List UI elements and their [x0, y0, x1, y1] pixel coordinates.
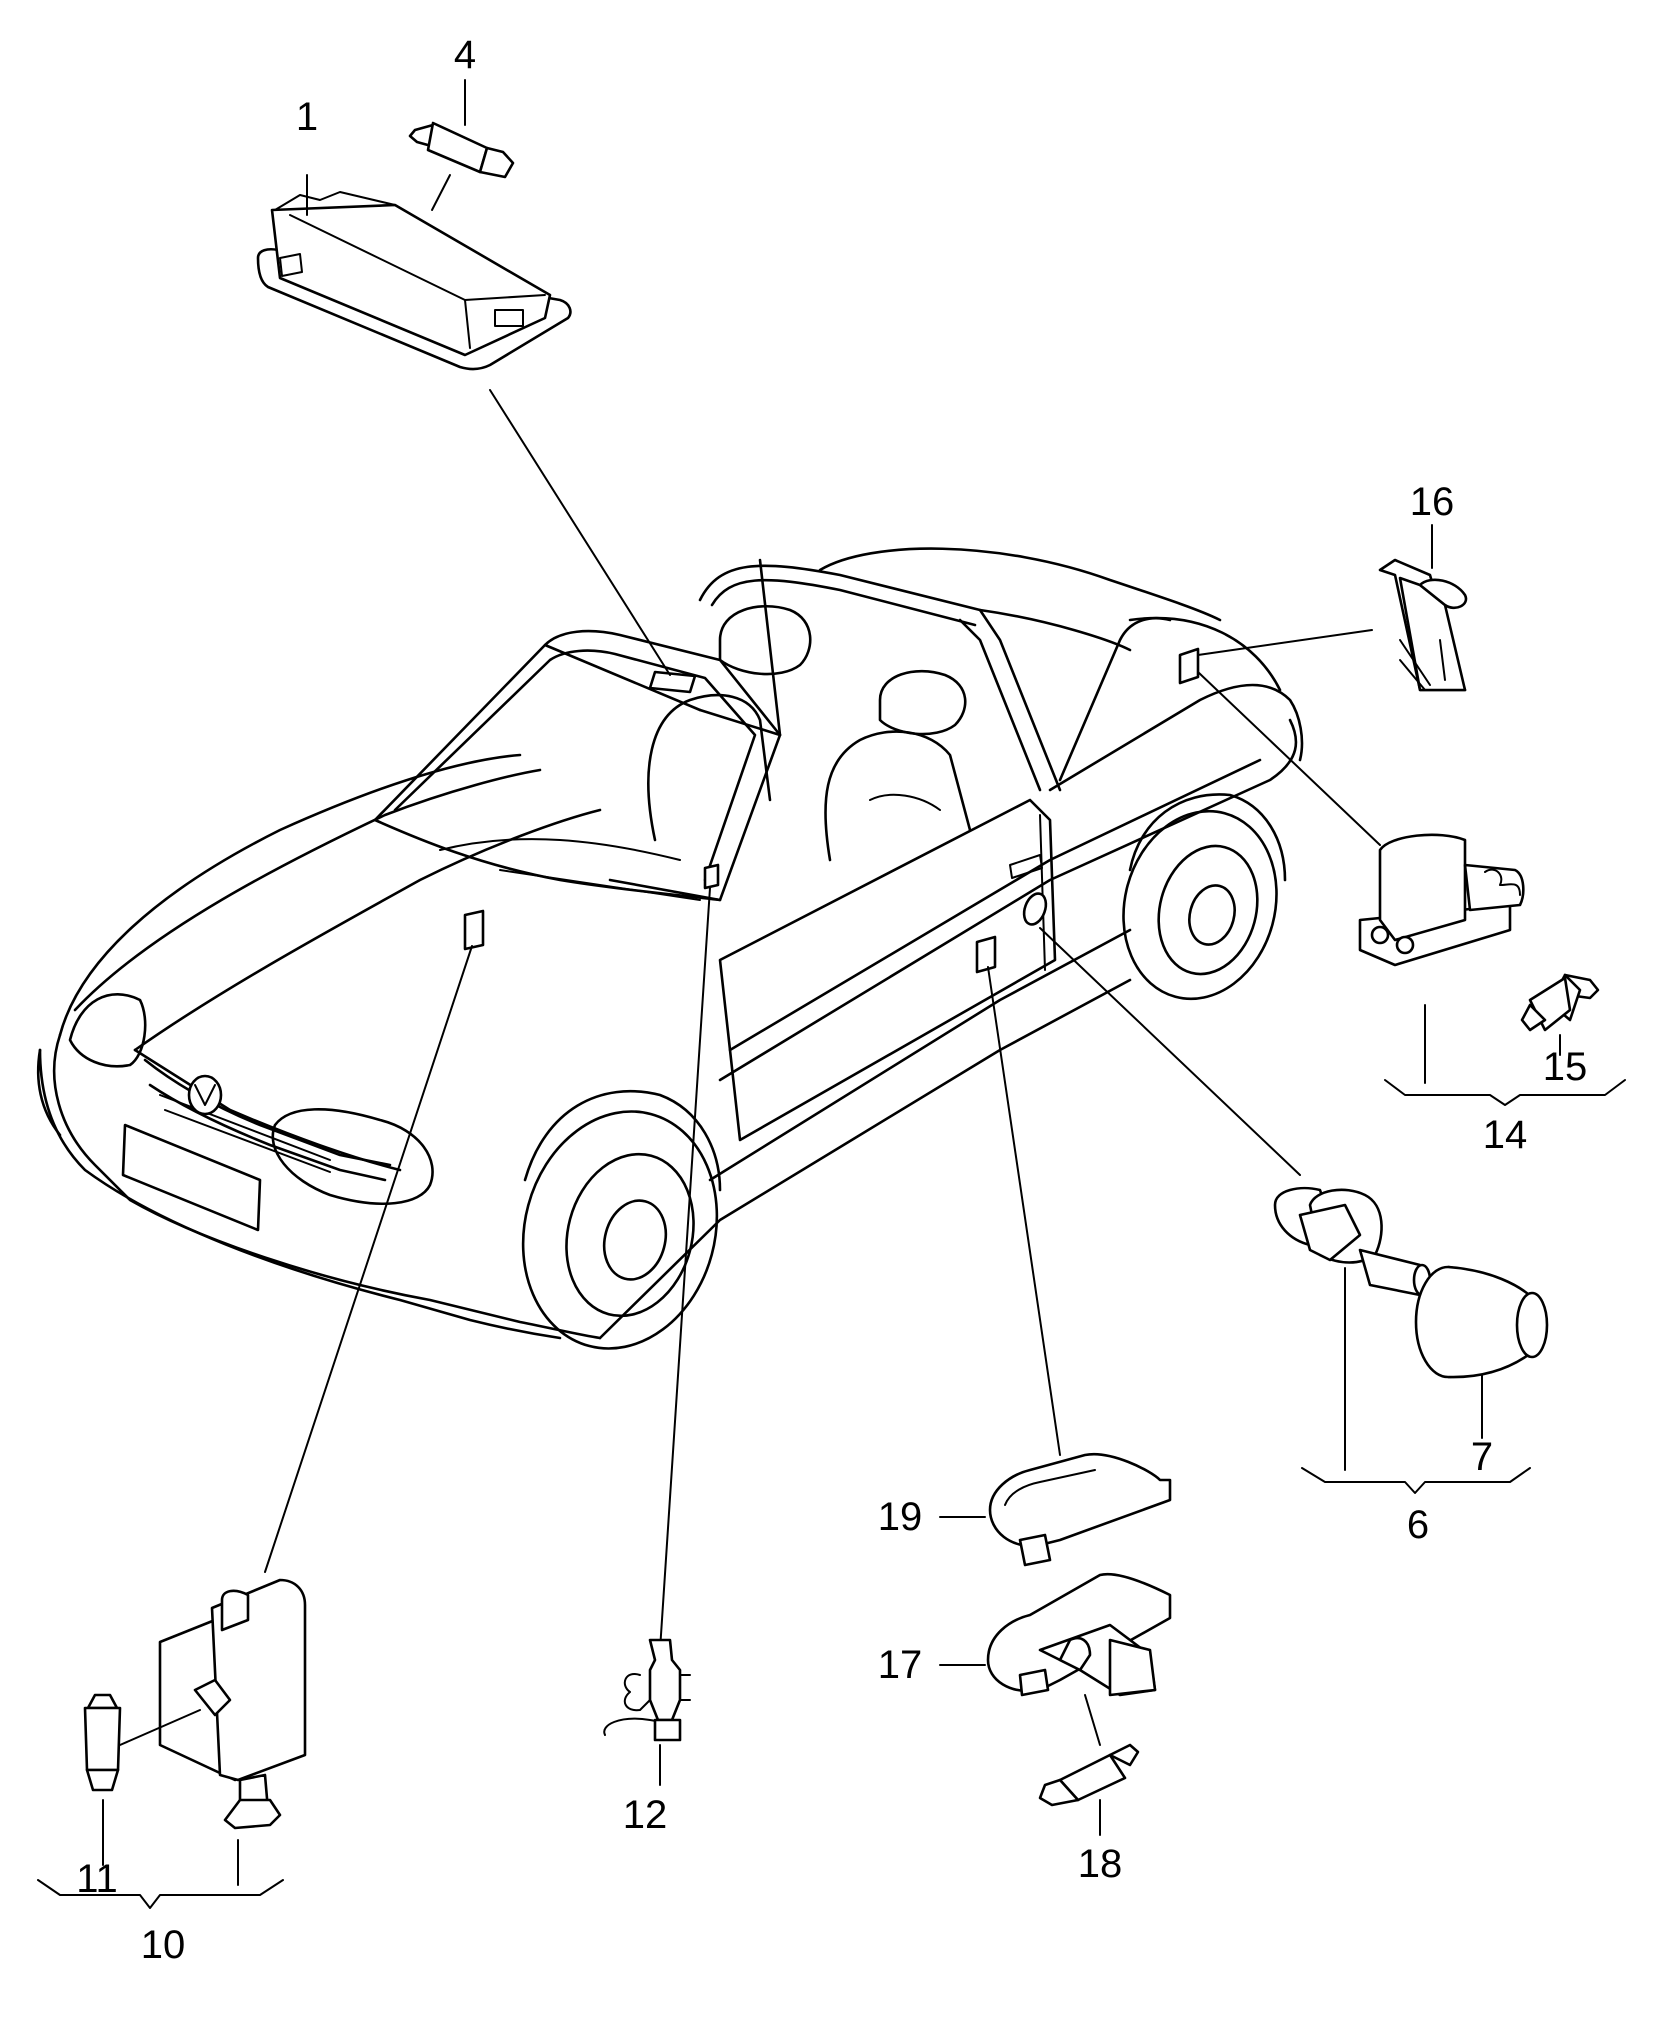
label-part-12: 12: [623, 1793, 668, 1837]
label-part-1: 1: [296, 95, 318, 139]
label-part-18: 18: [1078, 1842, 1123, 1886]
lens-icon-19: [988, 1452, 1172, 1567]
marker-door-switch: [1022, 892, 1048, 926]
convertible-car: [36, 547, 1304, 1350]
door-contact-switch-icon: [1273, 1186, 1432, 1297]
trunk-light-housing-icon: [1358, 833, 1525, 967]
festoon-bulb-icon: [408, 121, 515, 179]
festoon-bulb-icon-15: [1520, 973, 1600, 1032]
marker-dome-light: [648, 670, 697, 694]
label-part-11: 11: [76, 1857, 118, 1901]
marker-door-light: [975, 935, 997, 974]
door-light-housing-icon: [986, 1572, 1172, 1697]
label-part-4: 4: [454, 33, 476, 77]
trunk-switch-icon: [1378, 558, 1468, 692]
rubber-cap-icon: [1414, 1265, 1549, 1379]
festoon-bulb-icon-18: [1038, 1743, 1140, 1807]
label-part-15: 15: [1543, 1045, 1588, 1089]
label-part-14: 14: [1483, 1113, 1528, 1157]
festoon-bulb-icon-11: [83, 1693, 122, 1792]
leader-lines: [264, 389, 1381, 1651]
label-part-7: 7: [1471, 1435, 1493, 1479]
marker-footwell: [703, 863, 720, 890]
marker-glovebox: [463, 909, 485, 951]
label-part-17: 17: [878, 1643, 923, 1687]
label-part-10: 10: [141, 1923, 186, 1967]
label-part-6: 6: [1407, 1503, 1429, 1547]
interior-light-housing-icon: [256, 191, 572, 371]
marker-trunk: [1178, 647, 1200, 685]
part-labels: 1 4 16 15 14 7 6 19 17 18 12 11 10: [76, 33, 1587, 1967]
glovebox-switch-icon: [603, 1638, 691, 1742]
footwell-light-housing-icon: [158, 1578, 307, 1830]
label-part-19: 19: [878, 1495, 923, 1539]
label-part-16: 16: [1410, 480, 1455, 524]
